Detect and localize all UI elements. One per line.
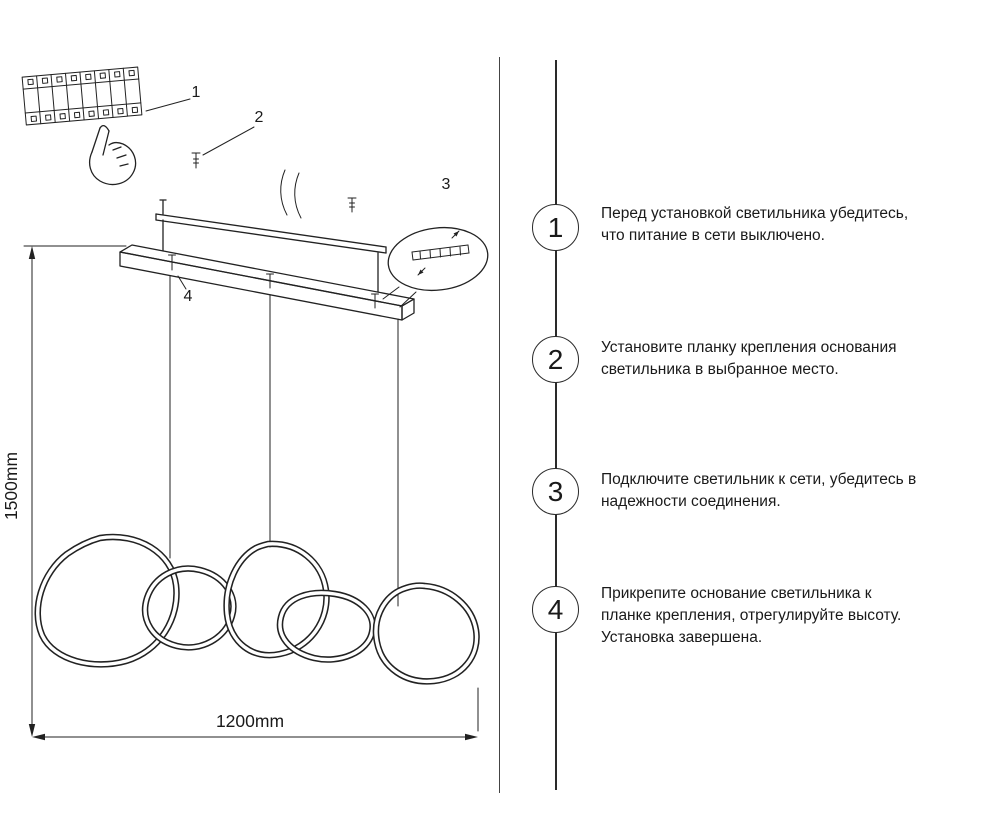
dimension-width: 1200mm [32,687,479,741]
step-3-line-2: надежности соединения. [601,493,781,510]
dimension-height: 1500mm [1,245,127,737]
motion-arcs [280,169,302,219]
detail-balloon [382,226,489,308]
callout-2: 2 [255,109,264,126]
step-4-badge: 4 [532,586,579,633]
light-rings [34,533,480,685]
bar-screws [168,254,379,309]
step-2-line-2: светильника в выбранное место. [601,361,839,378]
step-1-line-1: Перед установкой светильника убедитесь, [601,205,909,222]
step-4-line-2: планке крепления, отрегулируйте высоту. [601,607,902,624]
step-2-line-1: Установите планку крепления основания [601,339,897,356]
callout-4-leader [177,275,187,290]
step-2-number: 2 [547,343,564,375]
step-4-line-1: Прикрепите основание светильника к [601,585,872,602]
installation-diagram: 1 2 [1,66,489,741]
step-1-text: Перед установкой светильника убедитесь, … [601,203,908,247]
step-4-number: 4 [547,593,564,625]
steps-axis-line [555,60,557,790]
suspension-cables [169,275,399,607]
callout-1: 1 [192,84,201,101]
screw-right [347,197,357,213]
callout-3: 3 [442,176,451,193]
step-3-text: Подключите светильник к сети, убедитесь … [601,469,916,513]
callout-4: 4 [184,288,193,305]
callout-2-leader [202,126,255,156]
mounting-plate [155,199,387,293]
step-4-text: Прикрепите основание светильника к планк… [601,583,901,649]
step-2-text: Установите планку крепления основания св… [601,337,897,381]
step-2-badge: 2 [532,336,579,383]
step-1-line-2: что питание в сети выключено. [601,227,825,244]
step-1-badge: 1 [532,204,579,251]
mounting-bar [119,244,415,321]
dim-height-label: 1500mm [1,452,21,520]
screw-left [191,152,201,169]
callout-1-leader [145,98,191,112]
mounting-strip-illustration [21,66,143,126]
step-4-line-3: Установка завершена. [601,629,763,646]
step-3-line-1: Подключите светильник к сети, убедитесь … [601,471,917,488]
step-3-number: 3 [547,475,564,507]
detail-mini-strip [411,230,470,276]
step-1-number: 1 [547,211,564,243]
dim-width-label: 1200mm [216,711,284,731]
step-3-badge: 3 [532,468,579,515]
panel-divider [499,57,500,793]
hand-icon [89,124,137,186]
